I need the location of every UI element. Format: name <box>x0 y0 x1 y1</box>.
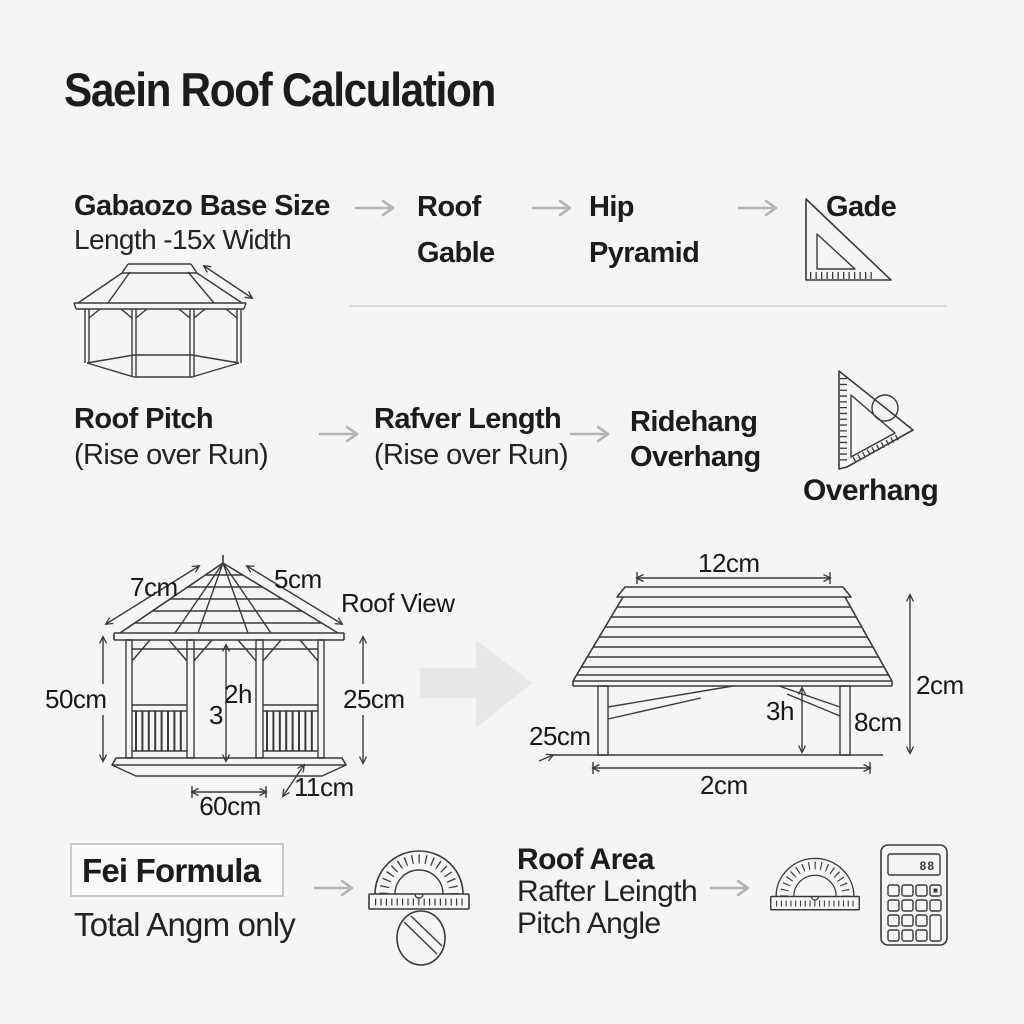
dim-label-depth-side: 11cm <box>294 772 354 802</box>
step-base-size-subtitle: Length -15x Width <box>74 224 292 255</box>
protractor-icon <box>770 857 860 911</box>
dim-label-height-center-b: 3 <box>209 700 223 730</box>
calculator-icon: 88 <box>880 844 948 946</box>
step-roof-gable-line1: Roof <box>417 191 481 223</box>
page-title: Saein Roof Calculation <box>64 63 496 116</box>
dim-label-height-center-a: 2h <box>224 679 252 709</box>
step-hip-pyramid-line2: Pyramid <box>589 237 700 269</box>
dim-label-offset-left: 25cm <box>529 721 591 751</box>
step-formula-title: Fei Formula <box>82 852 261 889</box>
gazebo-sketch-icon <box>73 263 258 378</box>
set-square-ruler-icon <box>805 198 892 281</box>
flow-arrow-icon <box>318 425 359 443</box>
step-roof-gable-line2: Gable <box>417 237 495 269</box>
big-right-arrow-icon <box>420 640 532 728</box>
step-rafter-length-subtitle: (Rise over Run) <box>374 439 569 471</box>
dim-label-height-left: 50cm <box>42 684 110 715</box>
speed-square-caption: Overhang <box>803 474 939 507</box>
dim-label-height-total: 2cm <box>916 670 964 700</box>
step-roof-pitch-subtitle: (Rise over Run) <box>74 439 269 471</box>
section-divider <box>349 305 947 307</box>
step-base-size-title: Gabaozo Base Size <box>74 190 330 222</box>
step-gade-label: Gade <box>826 191 897 223</box>
dim-label-post: 8cm <box>854 707 902 737</box>
step-results-line1: Roof Area <box>517 843 654 876</box>
flow-arrow-icon <box>737 199 778 217</box>
dim-label-pavilion-base: 2cm <box>700 770 748 800</box>
diagram-caption-roof-view: Roof View <box>341 588 455 618</box>
flow-arrow-icon <box>531 199 572 217</box>
gazebo-elevation-drawing <box>80 555 450 798</box>
step-results-line3: Pitch Angle <box>517 907 661 940</box>
flow-arrow-icon <box>354 199 395 217</box>
dim-label-ridge: 12cm <box>698 548 760 578</box>
pavilion-elevation-drawing <box>538 572 1024 774</box>
step-rafter-length-title: Rafver Length <box>374 403 562 435</box>
step-roof-pitch-title: Roof Pitch <box>74 403 214 435</box>
flow-arrow-icon <box>313 879 354 897</box>
calculator-display: 88 <box>920 859 935 873</box>
step-overhang-line1: Ridehang <box>630 406 758 438</box>
protractor-icon <box>368 850 470 910</box>
step-overhang-line2: Overhang <box>630 441 761 473</box>
step-formula-subtitle: Total Angm only <box>74 906 296 943</box>
dim-label-height-post: 3h <box>766 696 794 726</box>
dim-label-slope-left: 7cm <box>130 572 178 602</box>
step-hip-pyramid-line1: Hip <box>589 191 635 223</box>
flow-arrow-icon <box>709 879 750 897</box>
fei-formula-box <box>70 843 284 897</box>
speed-square-icon <box>838 370 914 470</box>
dim-label-slope-right: 5cm <box>274 564 322 594</box>
dim-label-base-width: 60cm <box>199 791 261 821</box>
prohibition-circle-icon <box>396 910 446 966</box>
flow-arrow-icon <box>569 425 610 443</box>
dim-label-height-right: 25cm <box>340 684 408 715</box>
step-results-line2: Rafter Leingth <box>517 875 698 908</box>
